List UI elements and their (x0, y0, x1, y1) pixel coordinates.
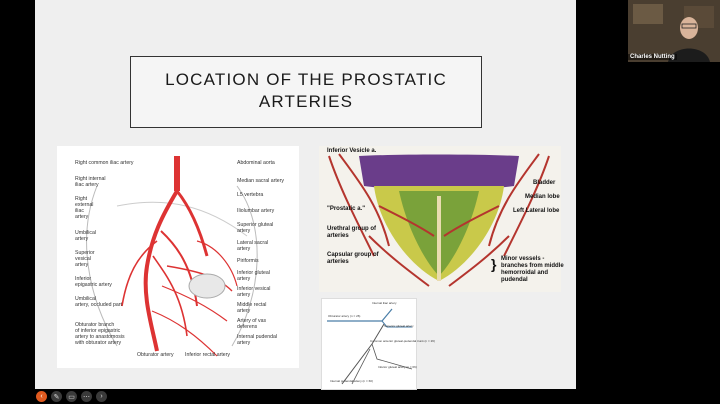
forward-icon[interactable]: › (96, 391, 107, 402)
slide-title: LOCATION OF THE PROSTATIC ARTERIES (165, 70, 447, 111)
participant-name: Charles Nutting (628, 54, 677, 60)
participant-avatar (628, 0, 720, 62)
pelvic-arteries-drawing (86, 156, 258, 357)
captions-icon[interactable]: ▭ (66, 391, 77, 402)
participant-video[interactable] (628, 0, 720, 62)
pelvic-arteries-figure: Right common iliac artery Right internal… (57, 146, 299, 368)
back-icon[interactable]: ‹ (36, 391, 47, 402)
presentation-toolbar: ‹ ✎ ▭ ⋯ › (36, 389, 107, 404)
title-box: LOCATION OF THE PROSTATIC ARTERIES (130, 56, 482, 128)
prostate-illustration (328, 153, 550, 287)
branching-lines (327, 308, 413, 385)
branching-schematic: Internal iliac artery Obturator artery (… (321, 298, 435, 390)
pen-icon[interactable]: ✎ (51, 391, 62, 402)
prostate-arteries-figure: Inferior Vesicle a. Bladder Median lobe … (319, 146, 564, 292)
presentation-slide: LOCATION OF THE PROSTATIC ARTERIES Right… (35, 0, 576, 390)
more-icon[interactable]: ⋯ (81, 391, 92, 402)
